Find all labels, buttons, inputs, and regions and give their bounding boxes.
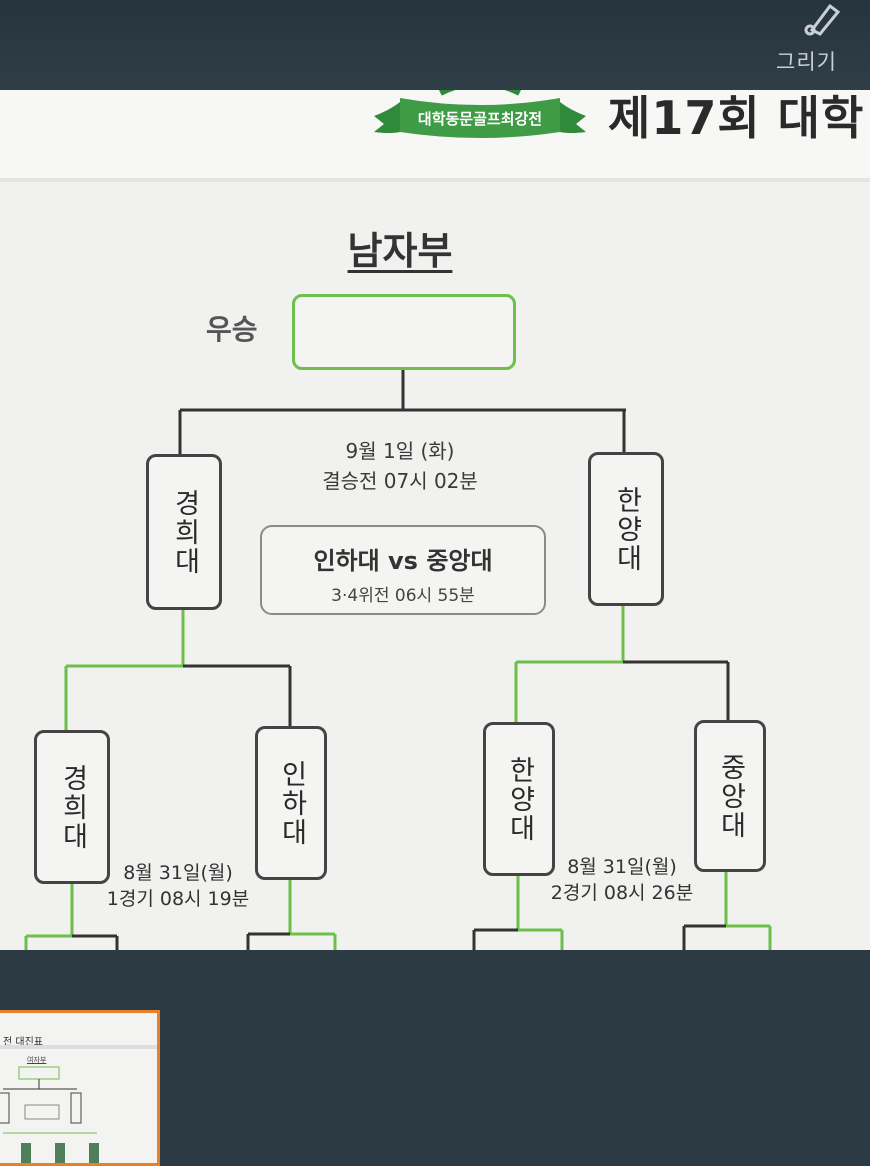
draw-tool-button[interactable]: 그리기	[772, 0, 852, 80]
top-toolbar: 그리기	[0, 0, 870, 90]
slide-header: 대학동문골프최강전 제17회 대학	[0, 90, 870, 180]
slide-canvas: 대학동문골프최강전 제17회 대학	[0, 90, 870, 950]
round1-team-4: 중앙대	[694, 720, 766, 872]
winner-label: 우승	[206, 313, 258, 346]
final-date: 9월 1일 (화)	[345, 439, 455, 463]
game1-time: 1경기 08시 19분	[106, 888, 250, 910]
game1-info: 8월 31일(월) 1경기 08시 19분	[78, 860, 278, 912]
draw-tool-label: 그리기	[776, 50, 837, 74]
section-title: 남자부	[347, 229, 453, 273]
third-place-match: 인하대 vs 중앙대	[313, 547, 493, 575]
game2-info: 8월 31일(월) 2경기 08시 26분	[522, 854, 722, 906]
thumbnail-title: 전 대진표	[3, 1037, 43, 1048]
round1-team-1: 경희대	[34, 730, 110, 884]
slide-title: 제17회 대학	[608, 91, 865, 145]
semi-right-team: 한양대	[588, 452, 664, 606]
game1-date: 8월 31일(월)	[123, 862, 233, 884]
pen-icon	[804, 3, 841, 36]
round1-team-3: 한양대	[483, 722, 555, 876]
slide-thumbnail-panel: 전 대진표 여자부	[0, 950, 870, 1166]
winner-box	[292, 294, 516, 370]
third-place-box: 인하대 vs 중앙대 3·4위전 06시 55분	[260, 525, 546, 615]
game2-date: 8월 31일(월)	[567, 856, 677, 878]
thumbnail-section: 여자부	[27, 1056, 47, 1064]
final-info: 9월 1일 (화) 결승전 07시 02분	[280, 436, 520, 496]
svg-text:대학동문골프최강전: 대학동문골프최강전	[418, 110, 542, 128]
game2-time: 2경기 08시 26분	[550, 882, 694, 904]
bracket-lines	[24, 366, 772, 950]
event-logo: 대학동문골프최강전	[374, 90, 586, 138]
round1-team-2: 인하대	[255, 726, 327, 880]
third-place-time: 3·4위전 06시 55분	[331, 586, 475, 606]
final-time: 결승전 07시 02분	[322, 469, 478, 493]
header-divider	[0, 178, 870, 182]
thumbnail-bracket	[0, 1045, 157, 1163]
slide-thumbnail[interactable]: 전 대진표 여자부	[0, 1010, 160, 1166]
semi-left-team: 경희대	[146, 454, 222, 610]
